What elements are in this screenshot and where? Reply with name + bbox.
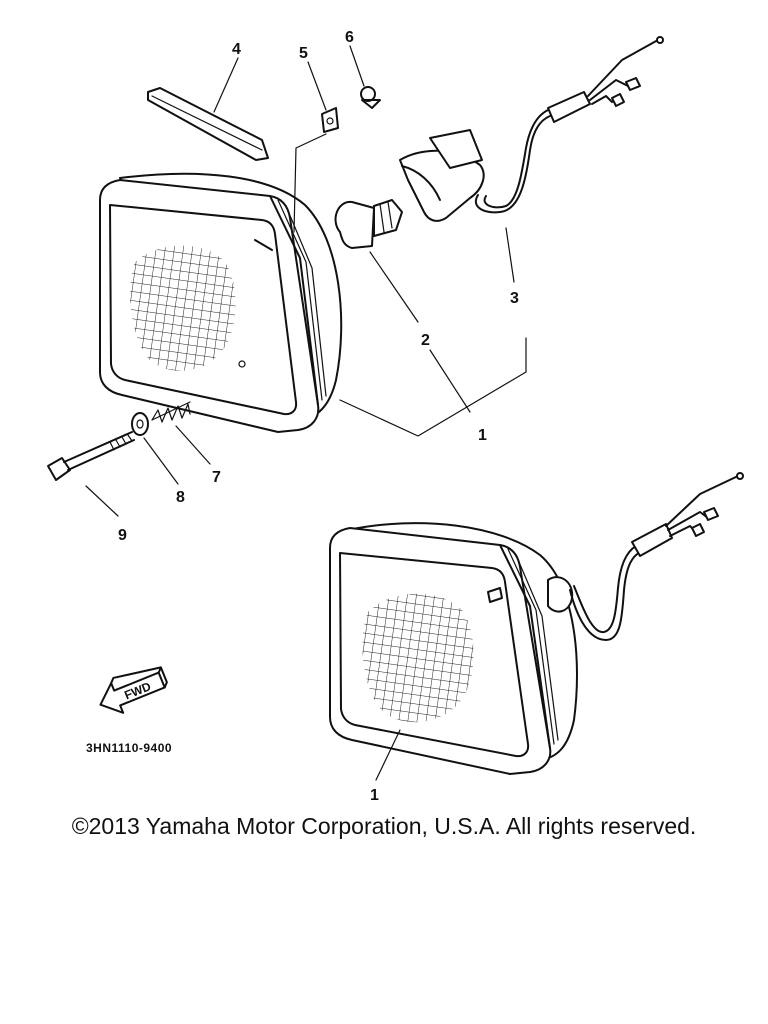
leader-line-bottom [375,729,401,781]
nut-clip [321,107,339,133]
callout-6: 6 [345,29,354,46]
headlight-assembly-top [99,172,343,433]
callout-4: 4 [232,41,241,58]
callout-1-top: 1 [478,427,487,444]
spring [151,401,191,423]
part-code: 3HN1110-9400 [86,741,172,755]
washer [131,412,149,436]
wire-harness [475,36,664,214]
callout-8: 8 [176,489,185,506]
callout-5: 5 [299,45,308,62]
bulb-socket [399,129,485,222]
callout-2: 2 [421,332,430,349]
callout-3: 3 [510,290,519,307]
callout-7: 7 [212,469,221,486]
forward-arrow-icon: FWD [99,666,168,714]
trim-strip [147,87,269,161]
parts-diagram: 4 5 6 2 3 1 7 8 9 1 FWD [47,29,744,804]
headlight-assembly-bottom [329,472,744,775]
bulb [334,199,403,249]
leader-lines-top [85,45,527,517]
small-screw [360,86,381,109]
copyright-notice: ©2013 Yamaha Motor Corporation, U.S.A. A… [71,813,697,839]
long-bolt [47,431,135,481]
callout-1-bottom: 1 [370,787,379,804]
callout-9: 9 [118,527,127,544]
